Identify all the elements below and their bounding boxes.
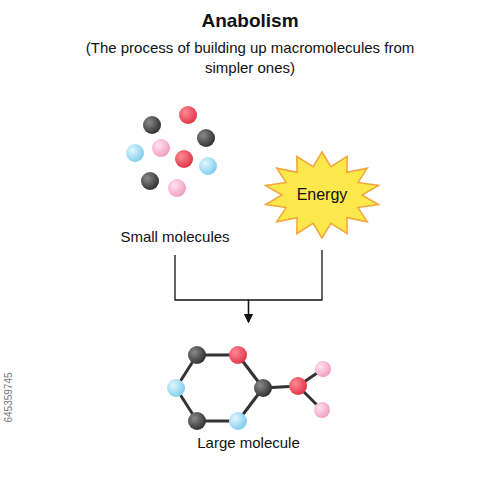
watermark: 645359745: [3, 358, 14, 438]
atom: [188, 346, 206, 364]
flow-connector: [175, 255, 249, 322]
atom: [141, 172, 159, 190]
atom: [175, 150, 193, 168]
atom: [229, 346, 247, 364]
atom: [143, 116, 161, 134]
atom: [168, 179, 186, 197]
molecule-label: Large molecule: [156, 434, 341, 451]
atom: [289, 377, 307, 395]
flow-connector: [249, 250, 323, 322]
large-molecule-structure: [167, 346, 331, 430]
atom: [314, 402, 330, 418]
subtitle: (The process of building up macromolecul…: [60, 38, 440, 78]
atom: [188, 412, 206, 430]
starburst-outline: [266, 152, 379, 238]
atom: [152, 139, 170, 157]
atom: [199, 157, 217, 175]
energy-burst: Energy: [262, 150, 382, 240]
atom: [179, 106, 197, 124]
title: Anabolism: [0, 10, 500, 32]
bonds: [176, 355, 323, 421]
atom: [197, 129, 215, 147]
atom: [229, 412, 247, 430]
atom: [126, 144, 144, 162]
atom: [254, 379, 272, 397]
atom: [315, 361, 331, 377]
atom: [167, 379, 185, 397]
molecule-group: Small molecules: [100, 100, 250, 245]
molecule-group: Large molecule: [156, 322, 341, 451]
small-molecules-cluster: [126, 106, 217, 197]
molecule-label: Small molecules: [100, 228, 250, 245]
energy-label: Energy: [297, 186, 348, 204]
